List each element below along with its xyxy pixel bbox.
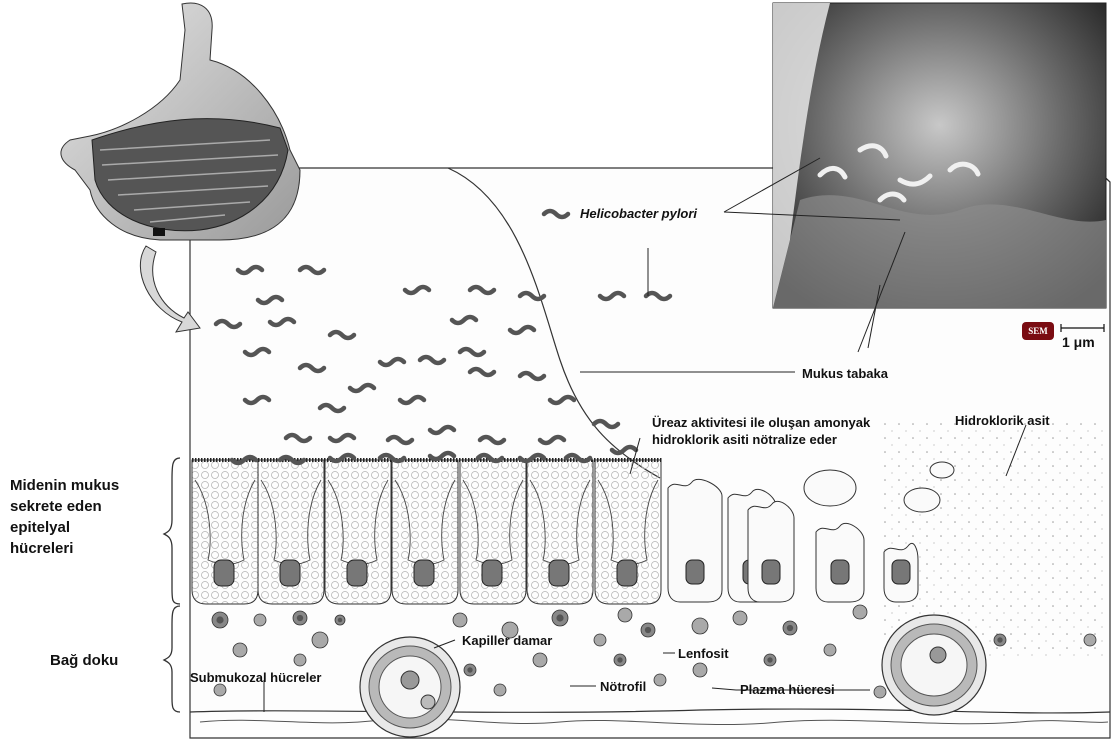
columnar-cell — [527, 460, 593, 604]
columnar-cell — [460, 460, 526, 604]
label-helicobacter: Helicobacter pylori — [580, 206, 697, 221]
stromal-cell — [994, 634, 1006, 646]
stromal-cell — [654, 674, 666, 686]
sem-badge: SEM — [1022, 322, 1054, 340]
epithelium-layer — [192, 460, 954, 604]
columnar-cell — [192, 460, 258, 604]
capillary-right — [882, 615, 986, 715]
capillary-left — [360, 637, 460, 737]
stromal-cell — [764, 654, 776, 666]
stromal-cell — [293, 611, 307, 625]
stromal-cell — [853, 605, 867, 619]
label-epitel-4: hücreleri — [10, 539, 73, 559]
damaged-cell — [816, 523, 864, 602]
stromal-cell — [783, 621, 797, 635]
stromal-cell — [494, 684, 506, 696]
stromal-cell — [533, 653, 547, 667]
damaged-cell — [884, 543, 918, 602]
stromal-cell — [335, 615, 345, 625]
sloughed-cell — [804, 470, 856, 506]
stromal-cell — [692, 618, 708, 634]
stromal-cell — [294, 654, 306, 666]
label-epitel-3: epitelyal — [10, 518, 70, 538]
stromal-cell — [1084, 634, 1096, 646]
label-submukozal: Submukozal hücreler — [190, 670, 321, 685]
damaged-cell — [748, 501, 794, 602]
stromal-cell — [693, 663, 707, 677]
label-mukus: Mukus tabaka — [802, 366, 888, 381]
stromal-cell — [233, 643, 247, 657]
stromal-cell — [594, 634, 606, 646]
label-ureaz-2: hidroklorik asiti nötralize eder — [652, 432, 837, 447]
columnar-cell — [392, 460, 458, 604]
stromal-cell — [453, 613, 467, 627]
label-ureaz-1: Üreaz aktivitesi ile oluşan amonyak — [652, 415, 870, 430]
stromal-cell — [464, 664, 476, 676]
stromal-cell — [824, 644, 836, 656]
stromal-cell — [614, 654, 626, 666]
brace-epithelium — [164, 458, 180, 604]
stromal-cell — [618, 608, 632, 622]
sloughed-cell — [904, 488, 940, 512]
sloughed-cell — [930, 462, 954, 478]
label-lenfosit: Lenfosit — [678, 646, 729, 661]
stromal-cell — [641, 623, 655, 637]
label-hidroklorik: Hidroklorik asit — [955, 413, 1050, 428]
columnar-cell — [325, 460, 391, 604]
label-bag-doku: Bağ doku — [50, 651, 118, 671]
stromal-cell — [312, 632, 328, 648]
label-scale: 1 μm — [1062, 335, 1095, 350]
label-epitel-2: sekrete eden — [10, 497, 102, 517]
stromal-cell — [552, 610, 568, 626]
damaged-cell — [668, 479, 722, 602]
stromal-cell — [214, 684, 226, 696]
brace-connective — [164, 606, 180, 712]
label-kapiller: Kapiller damar — [462, 633, 552, 648]
stromal-cell — [874, 686, 886, 698]
stromal-cell — [254, 614, 266, 626]
stomach-illustration — [61, 3, 300, 240]
columnar-cell — [595, 460, 661, 604]
sem-micrograph — [773, 3, 1106, 308]
label-notrofil: Nötrofil — [600, 679, 646, 694]
stromal-cell — [212, 612, 228, 628]
label-plazma: Plazma hücresi — [740, 682, 835, 697]
stromal-cell — [733, 611, 747, 625]
columnar-cell — [258, 460, 324, 604]
label-epitel-1: Midenin mukus — [10, 476, 119, 496]
